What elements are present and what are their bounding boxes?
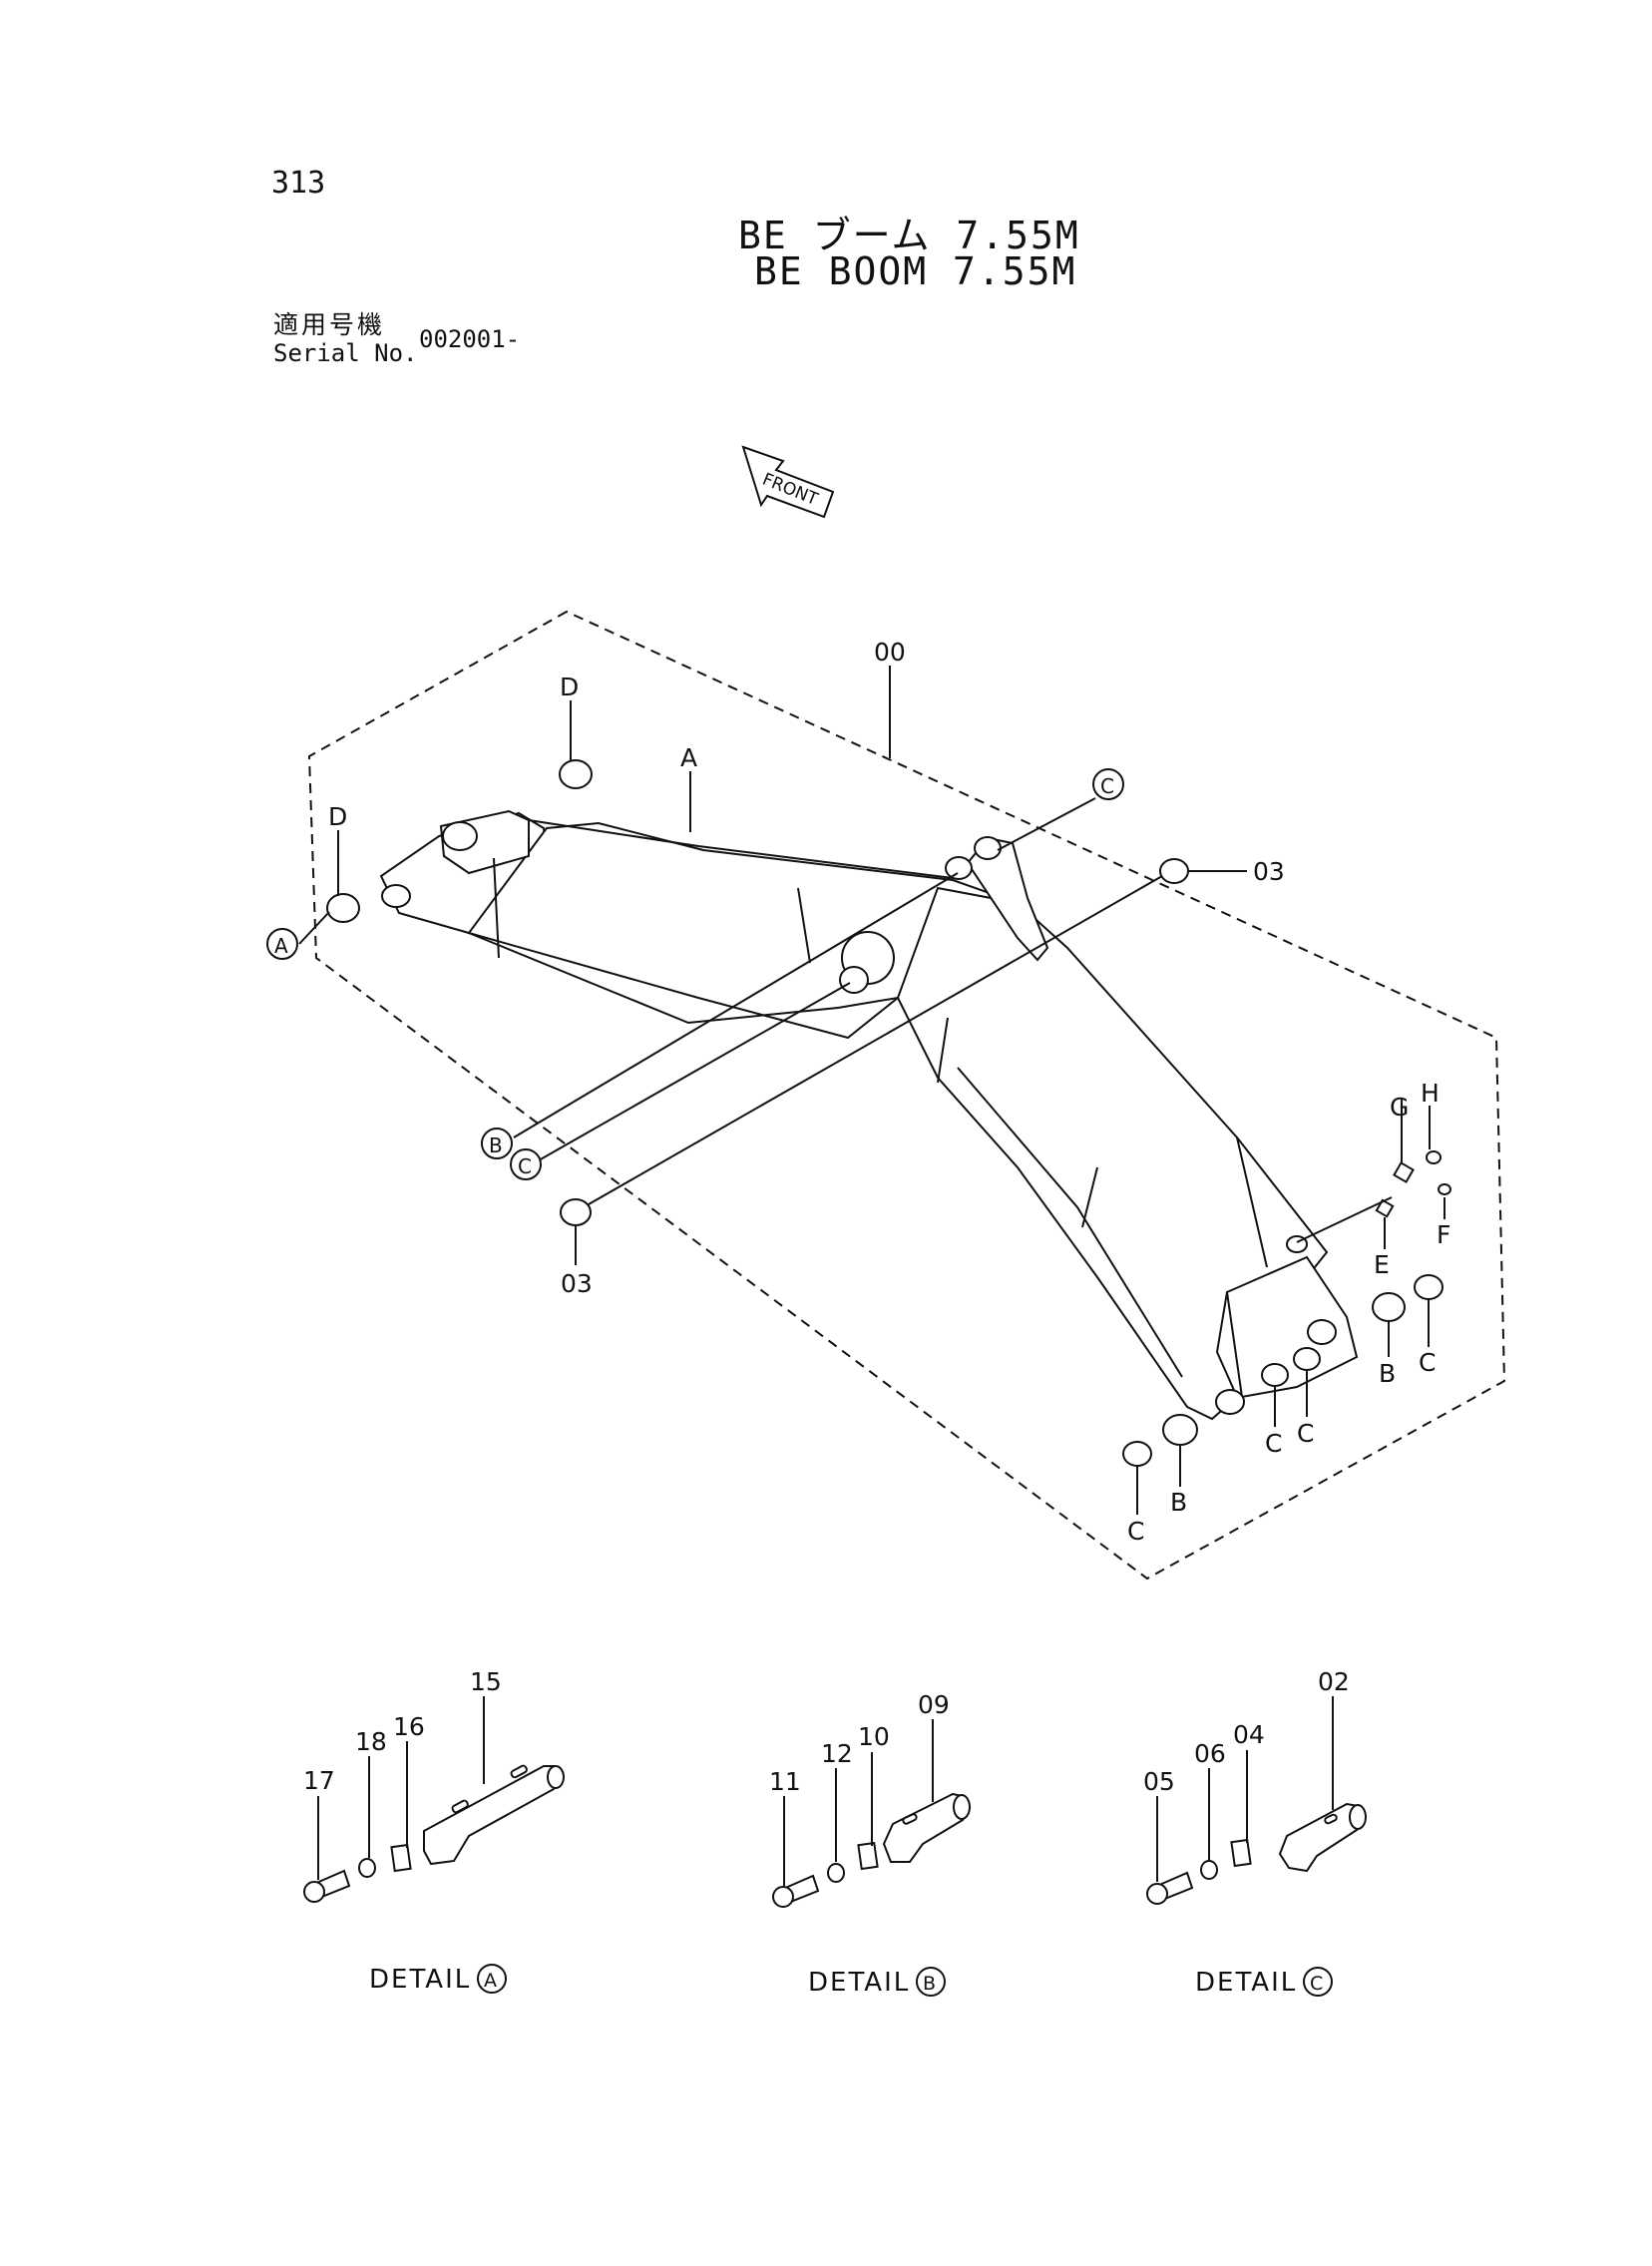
- callout-G: G: [1390, 1093, 1409, 1122]
- detail-b-part-1: 09: [918, 1690, 950, 1719]
- circled-A-marker: A: [266, 928, 298, 960]
- plate-E: [1375, 1198, 1395, 1218]
- detail-b-part-3: 11: [769, 1767, 801, 1796]
- plate-G: [1393, 1161, 1415, 1183]
- boom-body: [379, 809, 1359, 1421]
- front-arrow-icon: FRONT: [741, 445, 835, 519]
- svg-text:C: C: [518, 1154, 532, 1178]
- callout-03-left: 03: [561, 1269, 593, 1298]
- seal-03-right: [1159, 858, 1189, 884]
- washer-18: [358, 1858, 376, 1878]
- detail-b-label: DETAIL: [808, 1968, 910, 1998]
- detail-c-part-3: 05: [1143, 1767, 1175, 1796]
- detail-b-marker: B: [916, 1967, 946, 1997]
- plate-16: [390, 1843, 412, 1873]
- callout-B-right: B: [1379, 1359, 1396, 1388]
- callout-C-right: C: [1419, 1348, 1436, 1377]
- callout-labels: 00 D D A 03 03 A C B C G H E F B C C C B…: [266, 638, 1450, 1546]
- circled-B-marker: B: [481, 1128, 513, 1159]
- pin-02: [1278, 1802, 1367, 1873]
- seal-C-tip2: [1293, 1347, 1321, 1371]
- detail-c-part-2: 04: [1233, 1720, 1265, 1749]
- callout-00: 00: [874, 638, 906, 667]
- pin-09: [882, 1792, 972, 1863]
- pin-15: [423, 1765, 563, 1866]
- bolt-F: [1438, 1183, 1451, 1195]
- assembly-boundary: [307, 610, 1506, 1581]
- bushing-D-top: [559, 759, 593, 789]
- detail-a-part-4: 18: [355, 1727, 387, 1756]
- detail-a: 15 16 17 18 DETAIL A: [303, 1667, 565, 1995]
- detail-a-part-2: 16: [393, 1712, 425, 1741]
- detail-a-label: DETAIL: [369, 1965, 471, 1995]
- svg-text:C: C: [1100, 774, 1114, 798]
- bushing-B-bottom: [1162, 1414, 1198, 1446]
- plate-10: [857, 1841, 879, 1871]
- callout-H: H: [1421, 1079, 1440, 1108]
- bushing-B-right: [1372, 1292, 1406, 1322]
- detail-b: 09 10 11 12 DETAIL B: [769, 1690, 972, 1998]
- callout-D-left: D: [328, 802, 347, 831]
- seal-C-bottom: [1122, 1441, 1152, 1467]
- detail-c-marker: C: [1303, 1967, 1333, 1997]
- detail-a-part-3: 17: [303, 1766, 335, 1795]
- detail-b-part-4: 12: [821, 1739, 853, 1768]
- detail-c: 02 04 05 06 DETAIL C: [1143, 1667, 1367, 1998]
- detail-a-marker: A: [477, 1964, 507, 1994]
- title-japanese: BE ブーム 7.55M: [738, 214, 1080, 257]
- callout-B-bottom: B: [1170, 1488, 1187, 1517]
- callout-03-right: 03: [1253, 857, 1285, 886]
- callout-E: E: [1374, 1250, 1390, 1279]
- svg-text:C: C: [1310, 1973, 1323, 1995]
- circled-C-marker-bottom: C: [510, 1148, 542, 1180]
- serial-value: 002001-: [419, 325, 521, 353]
- serial-label-japanese: 適用号機: [273, 310, 386, 339]
- callout-C-tip2: C: [1297, 1419, 1314, 1448]
- detail-b-part-2: 10: [858, 1722, 890, 1751]
- washer-06: [1200, 1860, 1218, 1880]
- plate-04: [1230, 1838, 1252, 1868]
- washer-12: [827, 1863, 845, 1883]
- callout-C-tip1: C: [1265, 1429, 1282, 1458]
- seal-C-tip1: [1261, 1363, 1289, 1387]
- callout-C-bottom: C: [1127, 1517, 1144, 1546]
- callout-D-top: D: [560, 673, 579, 701]
- circled-C-marker-top: C: [1092, 768, 1124, 800]
- seal-C-right: [1414, 1274, 1444, 1300]
- svg-text:B: B: [923, 1973, 936, 1995]
- detail-c-label: DETAIL: [1195, 1968, 1297, 1998]
- svg-text:A: A: [484, 1970, 497, 1992]
- boom-bushings: [326, 759, 1451, 1467]
- title-english: BE BOOM 7.55M: [754, 249, 1077, 293]
- svg-text:A: A: [274, 934, 288, 958]
- callout-A-main: A: [680, 743, 697, 772]
- bolt-H: [1426, 1150, 1442, 1164]
- detail-a-part-1: 15: [470, 1667, 502, 1696]
- bushing-D-left: [326, 893, 360, 923]
- detail-c-part-4: 06: [1194, 1739, 1226, 1768]
- callout-F: F: [1437, 1220, 1450, 1249]
- svg-text:B: B: [489, 1133, 503, 1157]
- leader-lines: [298, 666, 1446, 1515]
- page-number: 313: [271, 166, 326, 201]
- detail-c-part-1: 02: [1318, 1667, 1350, 1696]
- serial-label-english: Serial No.: [273, 339, 418, 367]
- seal-03-left: [560, 1198, 592, 1226]
